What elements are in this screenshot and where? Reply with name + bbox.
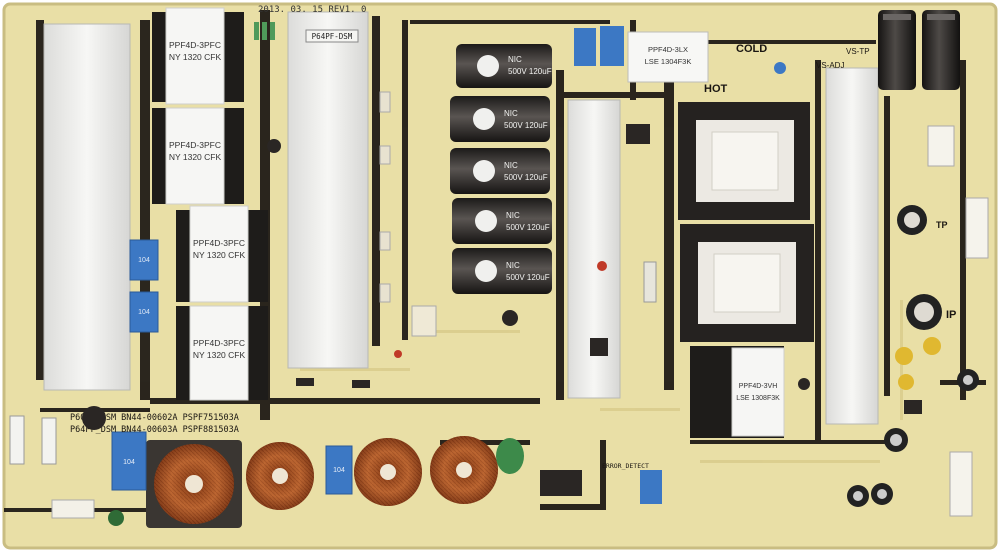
pfc-inductor-3: PPF4D-3PFC NY 1320 CFK [176, 205, 268, 303]
right-trafo-label-2: LSE 1308F3K [736, 395, 780, 402]
heatsink-middle [287, 11, 369, 369]
tp-label: TP [936, 220, 948, 230]
pfc-label-4a: PPF4D-3PFC [193, 338, 245, 348]
small-trafo-label-1: PPF4D-3LX [648, 45, 688, 54]
right-trafo-label-1: PPF4D-3VH [739, 383, 778, 390]
vs-tp-label: VS-TP [846, 47, 870, 56]
cap-brand-5: NIC [506, 261, 520, 270]
toroid-coil-3 [354, 438, 422, 506]
main-transformer-upper [678, 102, 810, 220]
pfc-label-2b: NY 1320 CFK [169, 152, 222, 162]
x-caps-bottom [111, 431, 353, 495]
cap-rating-5: 500V 120uF [506, 273, 550, 282]
heatsink-left [43, 23, 131, 391]
small-trafo-label-2: LSE 1304F3K [645, 57, 692, 66]
small-transformer-right: PPF4D-3VH LSE 1308F3K [690, 346, 785, 438]
pfc-inductor-1: PPF4D-3PFC NY 1320 CFK [152, 7, 244, 105]
ip-label: IP [946, 309, 956, 321]
blue-cap-label-2: 104 [138, 309, 150, 316]
small-components [108, 62, 922, 526]
cap-rating-1: 500V 120uF [508, 67, 552, 76]
cap-rating-4: 500V 120uF [506, 223, 550, 232]
cap-brand-4: NIC [506, 211, 520, 220]
cap-brand-1: NIC [508, 55, 522, 64]
pfc-label-4b: NY 1320 CFK [193, 350, 246, 360]
hot-side-label: HOT [704, 83, 728, 95]
cap-brand-3: NIC [504, 161, 518, 170]
caps-right [847, 205, 979, 507]
cap-rating-3: 500V 120uF [504, 173, 548, 182]
pfc-inductor-2: PPF4D-3PFC NY 1320 CFK [152, 107, 244, 205]
small-transformer-top: PPF4D-3LX LSE 1304F3K [627, 31, 709, 83]
model-sticker: P64PF-DSM [312, 32, 353, 41]
toroid-coil-1 [146, 440, 242, 528]
toroid-coil-2 [246, 442, 314, 510]
vertical-caps-top-right [878, 10, 960, 90]
heatsink-right [825, 67, 879, 425]
x-cap-label-1: 104 [123, 459, 135, 466]
blue-caps-top [574, 26, 624, 66]
vs-adj-label: VS-ADJ [816, 61, 844, 70]
blue-film-caps [129, 239, 159, 333]
resistor-array [254, 22, 275, 40]
part-number-line-2: P64PF_DSM BN44-00603A PSPF881503A [70, 425, 239, 435]
pfc-label-3b: NY 1320 CFK [193, 250, 246, 260]
cold-side-label: COLD [736, 43, 767, 55]
pfc-inductor-4: PPF4D-3PFC NY 1320 CFK [176, 305, 268, 401]
pfc-label-3a: PPF4D-3PFC [193, 238, 245, 248]
connector-bottom-left [51, 499, 95, 519]
toroid-coil-4 [430, 436, 498, 504]
x-cap-label-2: 104 [333, 467, 345, 474]
electrolytic-cap-bank [450, 44, 552, 294]
cap-brand-2: NIC [504, 109, 518, 118]
date-revision-label: 2013. 03. 15 REV1. 0 [258, 5, 366, 15]
cap-rating-2: 500V 120uF [504, 121, 548, 130]
error-detect-label: ERROR_DETECT [602, 462, 649, 470]
part-number-line-1: P60PF_DSM BN44-00602A PSPF751503A [70, 413, 239, 423]
main-transformer-lower [680, 224, 814, 342]
fuses [9, 406, 106, 465]
pfc-label-1b: NY 1320 CFK [169, 52, 222, 62]
pfc-label-1a: PPF4D-3PFC [169, 40, 221, 50]
blue-cap-label-1: 104 [138, 257, 150, 264]
connector-right [927, 125, 989, 517]
green-disc-cap [496, 438, 524, 474]
pfc-label-2a: PPF4D-3PFC [169, 140, 221, 150]
